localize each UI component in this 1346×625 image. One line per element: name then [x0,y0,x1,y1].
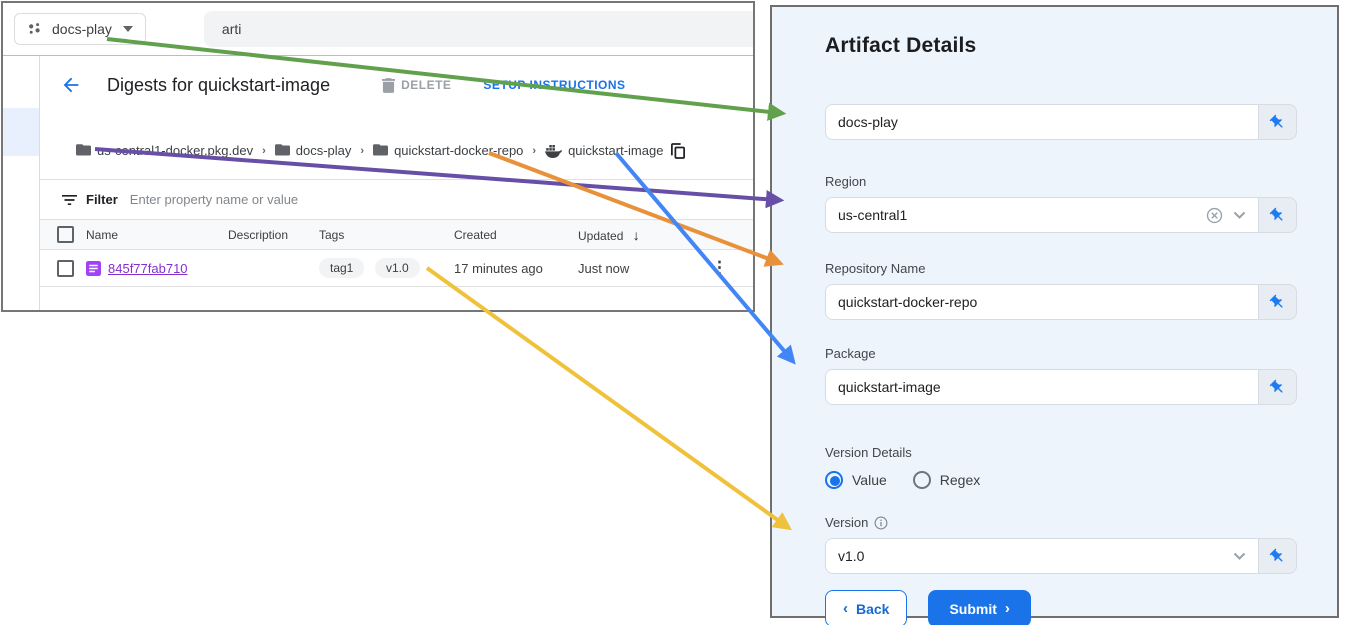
setup-instructions-link[interactable]: SETUP INSTRUCTIONS [483,78,626,92]
breadcrumb-item-host[interactable]: us-central1-docker.pkg.dev [76,143,253,158]
pin-button[interactable] [1259,539,1296,573]
cell-updated: Just now [578,249,707,287]
search-input[interactable] [203,11,753,47]
region-label: Region [825,174,867,189]
pin-button[interactable] [1259,105,1296,139]
pushpin-icon [1269,294,1283,308]
form-title: Artifact Details [825,34,977,57]
radio-value[interactable]: Value [825,471,887,489]
column-header-tags: Tags [319,219,454,250]
version-details-label: Version Details [825,445,912,460]
page-title: Digests for quickstart-image [107,74,331,95]
pin-button[interactable] [1259,198,1296,232]
dropdown-toggle[interactable] [1233,211,1246,220]
cell-description [228,249,319,287]
folder-icon [373,144,389,156]
version-label: Version [825,515,1297,530]
radio-selected-icon [825,471,843,489]
breadcrumb-item-project[interactable]: docs-play [274,143,351,158]
breadcrumb-separator: › [262,144,266,157]
region-field [825,197,1297,233]
project-selector-label: docs-play [52,21,112,37]
chevron-right-icon: › [1004,600,1010,617]
breadcrumb-item-repository[interactable]: quickstart-docker-repo [373,143,523,158]
version-input[interactable] [838,548,1223,564]
project-input[interactable] [838,114,1246,130]
chevron-left-icon: ‹ [843,600,848,617]
filter-bar: Filter [40,179,753,219]
folder-icon [76,144,91,156]
select-all-checkbox[interactable] [57,226,74,243]
pin-button[interactable] [1259,370,1296,404]
filter-label: Filter [86,192,118,207]
left-nav-selected-item[interactable] [3,108,39,156]
row-checkbox[interactable] [57,259,74,277]
filter-icon [62,194,77,205]
clear-circle-icon [1206,207,1223,223]
console-screenshot: docs-play Digests for quickstart-image [1,1,755,312]
back-button[interactable]: ‹ Back [825,590,908,625]
pushpin-icon [1269,548,1283,562]
cell-created: 17 minutes ago [454,249,578,287]
sort-descending-icon: ↓ [632,226,640,243]
filter-input[interactable] [129,192,753,207]
chevron-down-icon [1233,552,1246,560]
column-header-name[interactable]: Name [86,219,228,250]
column-header-created[interactable]: Created [454,219,578,250]
breadcrumb-separator: › [532,144,537,157]
project-grid-icon [29,23,40,34]
version-field [825,538,1297,574]
chevron-down-icon [122,26,133,32]
version-details-radio-group: Value Regex [825,471,1297,489]
package-label: Package [825,346,876,361]
table-row: 845f77fab710 tag1 v1.0 17 minutes ago Ju… [40,249,753,287]
breadcrumb-item-package[interactable]: quickstart-image [545,143,663,158]
row-menu-button[interactable]: ⋮ [711,257,728,277]
clear-button[interactable] [1206,207,1223,224]
digests-table: Name Description Tags Created Updated ↓ [40,219,753,287]
docker-whale-icon [545,144,562,158]
project-field [825,104,1297,140]
copy-button[interactable] [671,142,686,159]
back-arrow-button[interactable] [60,74,82,96]
left-nav-strip [3,56,40,310]
submit-button[interactable]: Submit › [928,590,1031,625]
digest-icon [86,260,101,276]
breadcrumb-separator: › [360,144,365,157]
pin-button[interactable] [1259,285,1296,319]
project-selector[interactable]: docs-play [14,13,146,45]
copy-icon [671,142,686,159]
pushpin-icon [1269,379,1283,393]
chevron-down-icon [1233,211,1246,219]
digest-link[interactable]: 845f77fab710 [108,260,188,276]
region-input[interactable] [838,207,1196,223]
pushpin-icon [1269,114,1283,128]
tag-chip[interactable]: v1.0 [374,258,420,278]
dropdown-toggle[interactable] [1233,552,1246,561]
artifact-details-panel: Artifact Details Region [770,5,1339,625]
repository-field [825,284,1297,320]
radio-unselected-icon [912,471,931,489]
breadcrumb: us-central1-docker.pkg.dev › docs-play › [40,108,753,179]
folder-icon [274,144,290,156]
repository-label: Repository Name [825,261,926,276]
package-input[interactable] [838,379,1246,395]
repository-input[interactable] [838,294,1246,310]
column-header-updated[interactable]: Updated ↓ [578,219,707,250]
trash-icon [382,77,396,93]
column-header-description: Description [228,219,319,250]
pushpin-icon [1269,207,1283,221]
table-header-row: Name Description Tags Created Updated ↓ [40,219,753,250]
console-topbar: docs-play [3,3,753,56]
radio-regex[interactable]: Regex [912,471,980,489]
info-icon[interactable] [874,516,888,530]
tag-chip[interactable]: tag1 [319,258,365,278]
package-field [825,369,1297,405]
delete-button[interactable]: DELETE [382,77,451,93]
